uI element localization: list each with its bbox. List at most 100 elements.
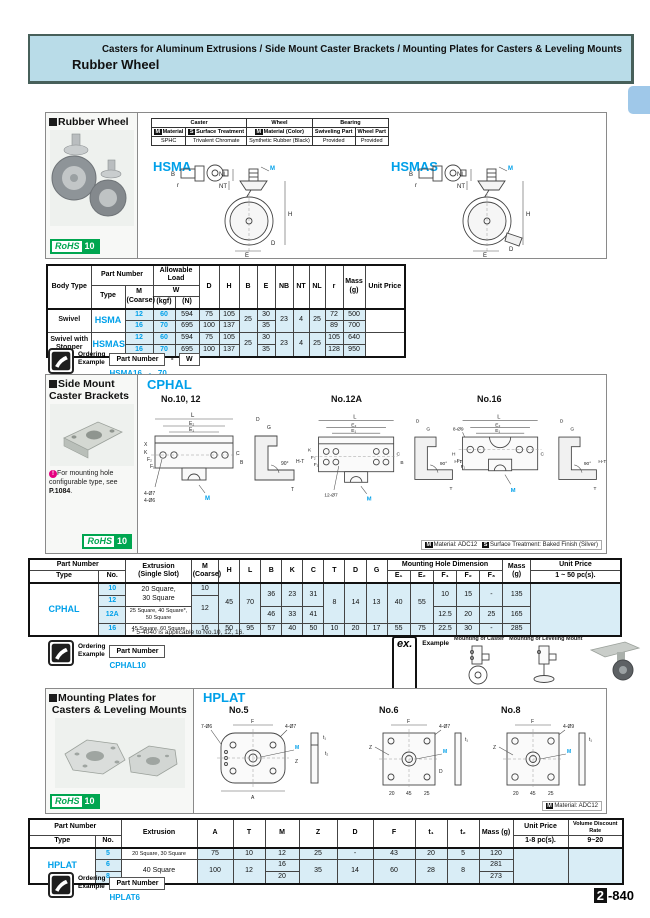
svg-text:H: H: [526, 212, 530, 218]
svg-text:E₂: E₂: [189, 421, 194, 427]
bracket-product-photo: [49, 404, 134, 467]
svg-text:Z: Z: [295, 759, 298, 765]
cell: Extrusion: [120, 818, 198, 849]
model-label-hsmas[interactable]: HSMAS: [391, 159, 438, 174]
cell: A: [196, 818, 234, 849]
cell: 14: [344, 582, 367, 625]
page-code: -840: [607, 888, 634, 903]
svg-text:D: D: [256, 417, 260, 423]
cell: 6: [94, 859, 122, 873]
cell: L: [239, 558, 262, 584]
cell: Extrusion (Single Slot): [125, 558, 192, 584]
ordering-example-code[interactable]: HSMA16 - 70: [109, 369, 199, 378]
page-link[interactable]: P.1084: [49, 487, 71, 495]
hplat-drawing-no6: F 4-Ø7 Z M D 20 45 25 t₁: [369, 719, 468, 797]
cell: 70: [239, 582, 262, 625]
cell: 9~20: [567, 835, 624, 849]
cell: 137: [218, 343, 240, 358]
hsma-technical-drawing: B r M NL NT H E: [171, 164, 292, 257]
spec-value: Provided: [311, 136, 356, 146]
cell: [364, 332, 406, 358]
cell: 75: [198, 332, 220, 345]
model-label-hsma[interactable]: HSMA: [153, 159, 192, 174]
cell: Unit Price: [364, 264, 406, 310]
cell: 16: [124, 320, 154, 334]
plate-drawings: HPLAT No.5 No.6 No.8 F 7-Ø6 4-Ø7 M: [195, 689, 606, 813]
cell: 10: [432, 582, 458, 608]
cell: 695: [174, 320, 200, 334]
ordering-example-code[interactable]: HPLAT6: [109, 893, 140, 902]
drawing-title: No.16: [477, 394, 502, 404]
svg-text:20: 20: [389, 791, 395, 797]
configurable-note: !For mounting hole configurable type, se…: [49, 470, 118, 495]
spec-value: Trivalent Chromate: [185, 136, 248, 146]
cell: 23: [274, 332, 294, 358]
cell: Allowable Load: [152, 264, 200, 286]
svg-text:4-Ø7: 4-Ø7: [144, 491, 155, 497]
series-cphal[interactable]: CPHAL: [147, 377, 192, 392]
cell: 10: [323, 623, 346, 637]
cell: (N): [174, 296, 200, 310]
plate-product-photo: [54, 718, 185, 789]
svg-text:t₁: t₁: [323, 735, 326, 741]
svg-text:E₁: E₁: [495, 428, 500, 434]
svg-text:L: L: [191, 413, 195, 419]
svg-text:D: D: [560, 419, 564, 425]
cell: 4: [292, 332, 310, 358]
cell: 12A: [98, 606, 127, 625]
svg-text:M: M: [295, 745, 299, 751]
cell: T: [323, 558, 346, 584]
cell: 105: [218, 332, 240, 345]
cell: Volume Discount Rate: [567, 818, 624, 837]
part-number-box: Part Number: [109, 353, 166, 366]
spec-value: Provided: [354, 136, 389, 146]
leveling-mount-sketch: [533, 645, 557, 683]
cell: -: [479, 582, 504, 608]
svg-text:T: T: [291, 487, 294, 493]
svg-text:D: D: [416, 419, 420, 425]
cell: Unit Price: [529, 558, 622, 572]
series-hplat[interactable]: HPLAT: [203, 690, 246, 705]
cell: 700: [342, 320, 366, 334]
cell: E₁: [386, 570, 411, 584]
cell: HSMA: [90, 308, 126, 334]
cell: 20: [344, 623, 367, 637]
cell: 12.5: [432, 606, 458, 625]
cell: 57: [260, 623, 283, 637]
svg-text:F₁: F₁: [150, 464, 155, 470]
cell: 594: [174, 332, 200, 345]
svg-text:45: 45: [406, 791, 412, 797]
svg-text:E₁: E₁: [351, 428, 356, 434]
svg-text:B: B: [240, 460, 244, 466]
svg-text:L: L: [497, 415, 501, 421]
cell: 17: [365, 623, 388, 637]
cell: 75: [198, 308, 220, 322]
cphal-drawing-no10-12: L E₂ E₁ X K F₂ F₁ C B 4-Ø7 4-Ø6 M: [144, 413, 304, 504]
cell: 13: [365, 582, 388, 625]
svg-text:NT: NT: [219, 184, 227, 190]
cell: 28: [414, 859, 448, 885]
cphal-drawing-no16: L E₂ E₁ 8-Ø9 H F₂ F₁ C M: [452, 415, 606, 494]
index-tab[interactable]: [628, 86, 650, 114]
drawing-title: No.8: [501, 705, 521, 715]
cell: 120: [478, 847, 514, 861]
cell: 25: [308, 308, 326, 334]
spec-group: Bearing: [311, 118, 389, 128]
cell: 281: [478, 859, 514, 873]
cell: 20: [264, 871, 300, 885]
spec-group: Wheel: [246, 118, 313, 128]
panel-title: Mounting Plates for Casters & Leveling M…: [46, 689, 193, 716]
spec-group: Caster: [150, 118, 248, 128]
ordering-example-code[interactable]: CPHAL10: [109, 661, 146, 670]
svg-text:NL: NL: [219, 172, 227, 178]
cell: HSMAS: [90, 332, 126, 358]
